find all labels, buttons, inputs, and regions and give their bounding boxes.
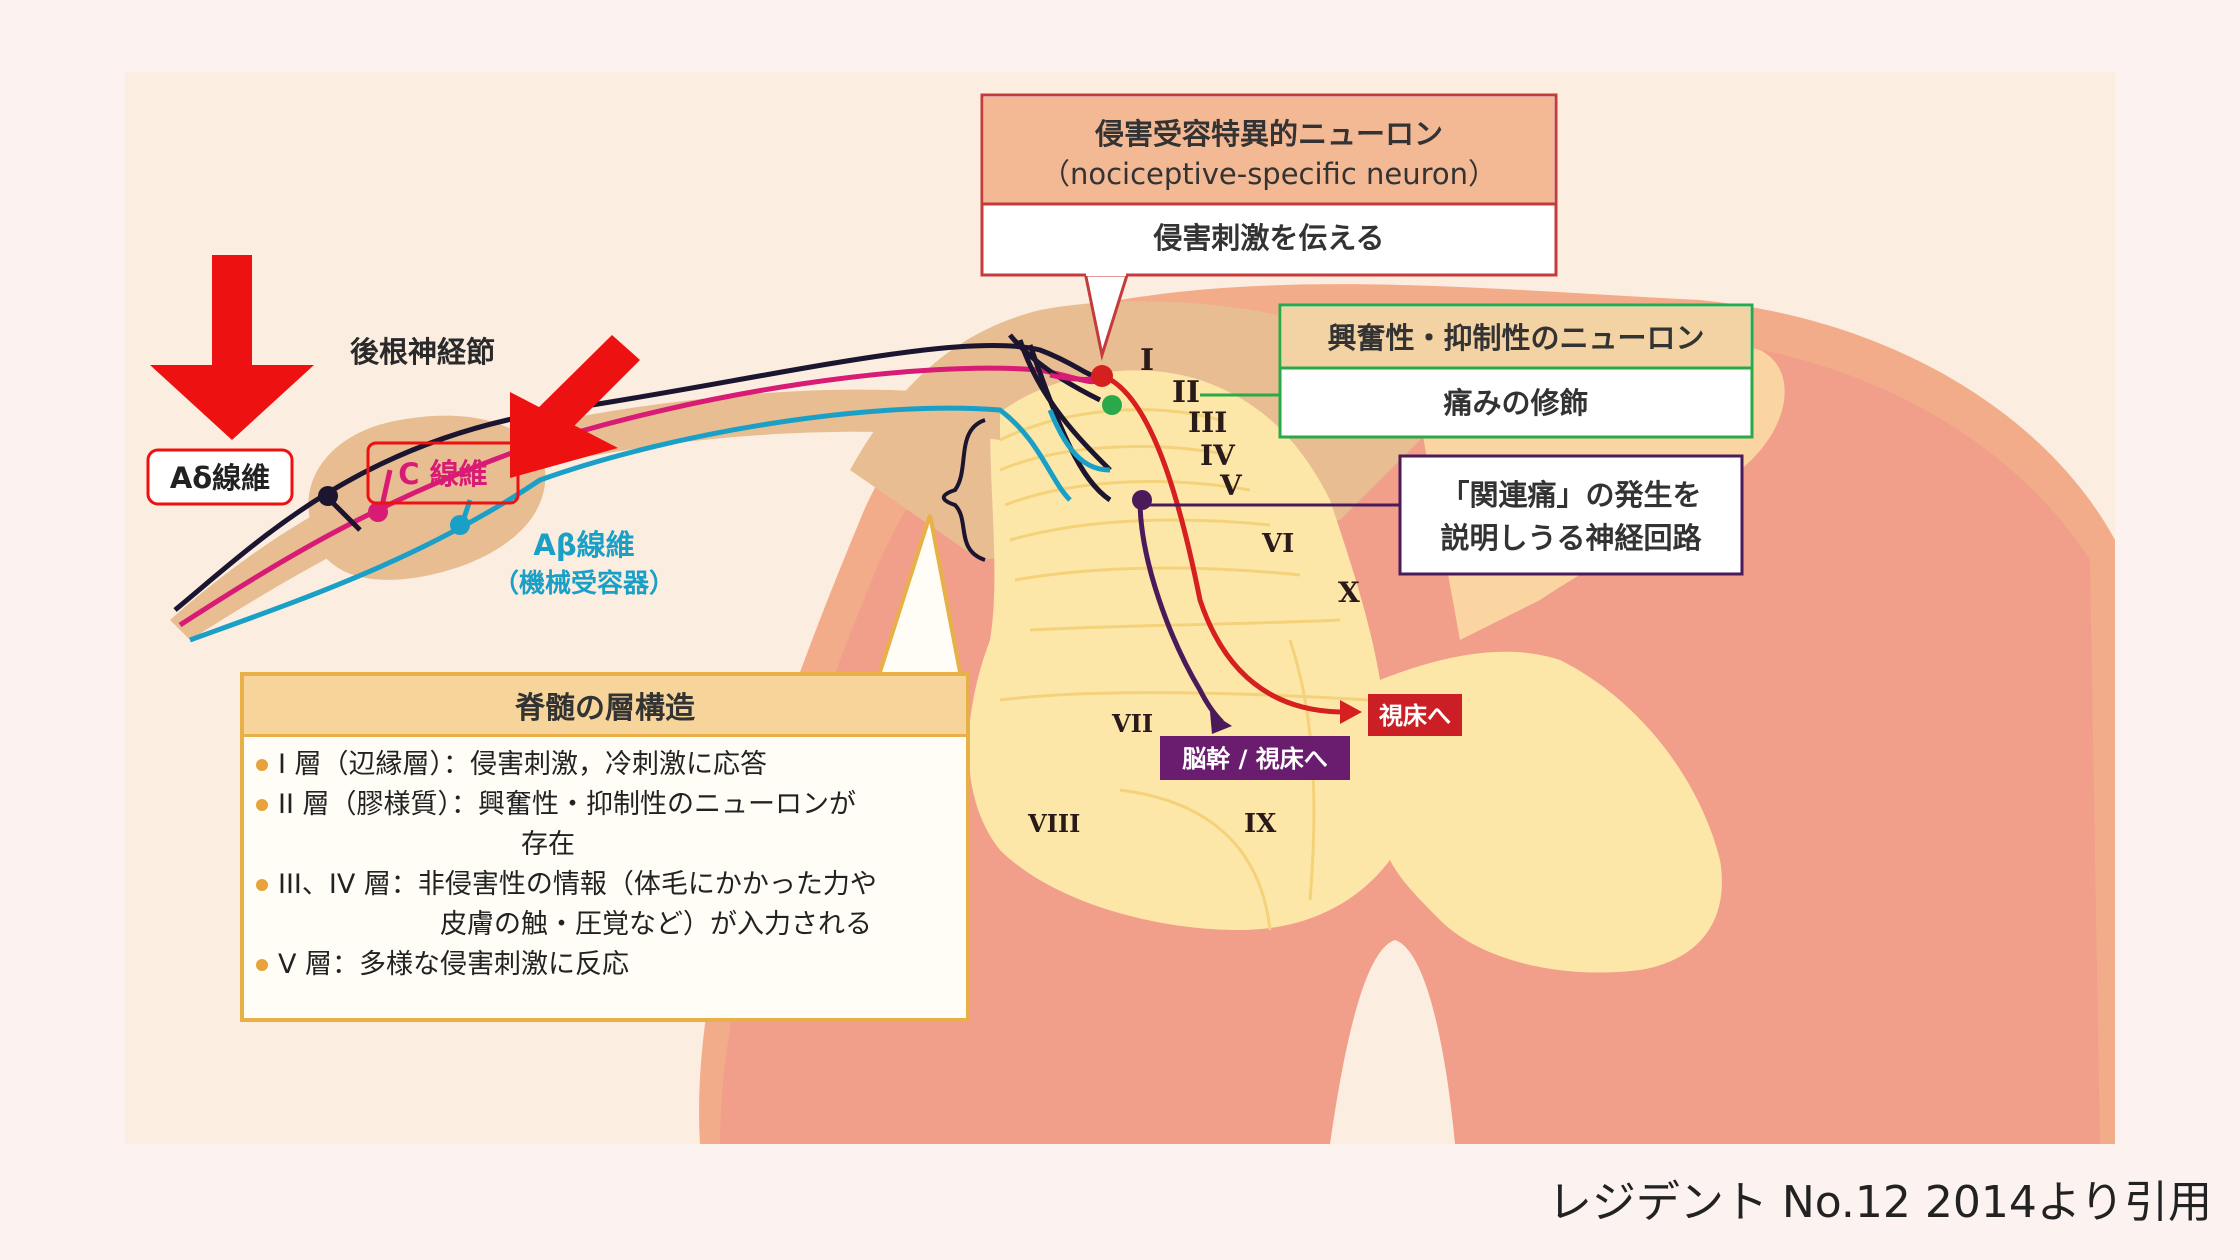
bullet-icon <box>256 799 268 811</box>
callout-interneuron-title: 興奮性・抑制性のニューロン <box>1327 321 1704 355</box>
lamina-label: III <box>1188 406 1227 439</box>
nociceptive-neuron <box>1091 365 1113 387</box>
a-delta-label-box <box>146 448 294 506</box>
bullet-icon <box>256 879 268 891</box>
a-delta-cell-branch <box>328 498 362 532</box>
a-delta-fiber <box>173 342 1102 612</box>
lamina-label: IV <box>1200 439 1236 472</box>
brainstem-tag-label: 脳幹 / 視床へ <box>1182 745 1327 773</box>
callout-nociceptive-title: 侵害受容特異的ニューロン <box>1094 117 1443 151</box>
c-fiber-cell-body <box>368 502 388 522</box>
thalamus-arrowhead <box>1340 700 1362 724</box>
list-item-text: III、IV 層：非侵害性の情報（体毛にかかった力や <box>278 869 877 900</box>
red-projection <box>1099 372 1341 715</box>
layers-panel-pointer <box>878 514 962 673</box>
brainstem-tag <box>1160 736 1350 780</box>
referred-pain-neuron <box>1132 490 1152 510</box>
laminae-brace-icon <box>941 418 986 562</box>
lamina-labels: I II III IV V VI VII VIII IX X <box>1027 343 1360 839</box>
down-arrow-icon <box>150 255 314 440</box>
callout-interneuron-body: 痛みの修飾 <box>1443 386 1588 420</box>
down-left-arrow-icon <box>510 335 640 478</box>
brainstem-arrowhead <box>1210 712 1232 734</box>
lamina-label: IX <box>1244 809 1277 839</box>
callout-nociceptive-subtitle: （nociceptive-specific neuron） <box>1041 157 1497 191</box>
list-item-continuation: 存在 <box>278 829 575 860</box>
a-delta-cell-body <box>318 486 338 506</box>
lamina-label: V <box>1219 469 1243 502</box>
lamina-label: II <box>1172 375 1200 410</box>
c-fiber <box>178 365 1102 628</box>
fibers <box>173 333 1400 724</box>
callout-referred-line2: 説明しうる神経回路 <box>1440 521 1702 555</box>
bullet-icon <box>256 759 268 771</box>
callout-nociceptive-body: 侵害刺激を伝える <box>1152 221 1384 255</box>
purple-projection <box>1137 499 1224 724</box>
callout-referred-line1: 「関連痛」の発生を <box>1440 478 1701 512</box>
list-item-text: I 層（辺縁層）：侵害刺激，冷刺激に応答 <box>278 749 768 780</box>
a-beta-sub-label: （機械受容器） <box>493 568 675 599</box>
a-delta-label: Aδ線維 <box>170 461 270 495</box>
a-beta-fiber <box>189 405 1072 643</box>
a-beta-cell-body <box>450 515 470 535</box>
callout-interneuron: 興奮性・抑制性のニューロン 痛みの修飾 <box>1278 303 1754 439</box>
bullet-icon <box>256 959 268 971</box>
list-item: V 層：多様な侵害刺激に反応 <box>256 945 954 985</box>
thalamus-tag <box>1368 694 1462 736</box>
list-item: III、IV 層：非侵害性の情報（体毛にかかった力や 皮膚の触・圧覚など）が入力… <box>256 865 954 945</box>
lamina-label: VI <box>1261 529 1294 559</box>
c-fiber-label: C 線維 <box>398 457 487 491</box>
drg-label: 後根神経節 <box>350 335 495 369</box>
callout-referred-pain: 「関連痛」の発生を 説明しうる神経回路 <box>1398 454 1744 576</box>
list-item: II 層（膠様質）：興奮性・抑制性のニューロンが 存在 <box>256 785 954 865</box>
lamina-label: I <box>1140 343 1154 378</box>
layers-panel-title: 脊髄の層構造 <box>244 676 966 737</box>
lamina-label: VIII <box>1027 809 1080 838</box>
interneuron <box>1102 395 1122 415</box>
source-credit: レジデント No.12 2014より引用 <box>1547 1177 2212 1228</box>
callout-nociceptive: 侵害受容特異的ニューロン （nociceptive-specific neuro… <box>980 93 1558 361</box>
lamina-label: X <box>1338 576 1360 609</box>
list-item-text: II 層（膠様質）：興奮性・抑制性のニューロンが <box>278 789 857 820</box>
layers-panel: 脊髄の層構造 I 層（辺縁層）：侵害刺激，冷刺激に応答 II 層（膠様質）：興奮… <box>240 672 970 1022</box>
lamina-label: VII <box>1111 709 1153 738</box>
ventral-fissure <box>1330 940 1455 1144</box>
thalamus-tag-label: 視床へ <box>1378 702 1451 730</box>
layers-list: I 層（辺縁層）：侵害刺激，冷刺激に応答 II 層（膠様質）：興奮性・抑制性のニ… <box>244 737 966 993</box>
list-item-continuation: 皮膚の触・圧覚など）が入力される <box>278 909 872 940</box>
list-item: I 層（辺縁層）：侵害刺激，冷刺激に応答 <box>256 745 954 785</box>
list-item-text: V 層：多様な侵害刺激に反応 <box>278 949 630 980</box>
a-beta-label: Aβ線維 <box>533 528 634 562</box>
